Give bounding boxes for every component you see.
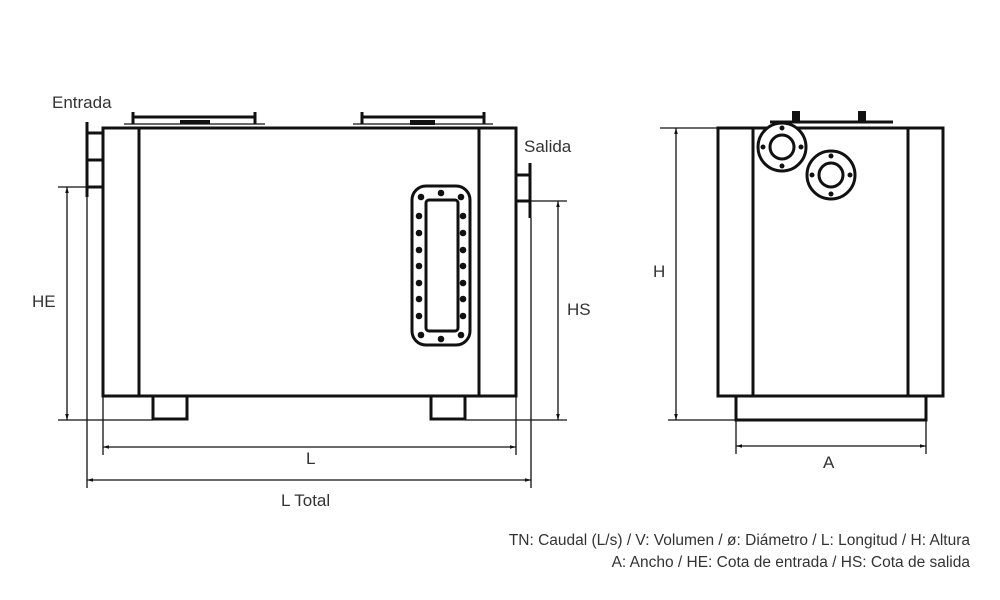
he-label: HE [32,292,56,311]
h-label: H [653,262,665,281]
foot-left [151,397,189,421]
outlet-pipe [516,163,532,218]
legend-line-1: TN: Caudal (L/s) / V: Volumen / ø: Diáme… [508,532,970,549]
outlet-flange [805,149,857,201]
inspection-window [410,184,472,347]
tank-side-body [716,126,945,398]
manhole-lid-right [353,112,493,125]
inlet-flange [756,121,808,173]
dimension-lines [58,186,567,488]
tank-base [734,396,928,422]
foot-right [429,397,467,421]
a-label: A [823,453,835,472]
l-label: L [306,449,315,468]
inlet-pipe [85,122,103,197]
outlet-label: Salida [524,137,572,156]
legend: TN: Caudal (L/s) / V: Volumen / ø: Diáme… [509,530,970,574]
hs-label: HS [567,300,591,319]
front-view: Entrada Salida HE HS L L Total [32,93,591,510]
l-total-label: L Total [281,491,330,510]
side-lid [770,111,893,124]
side-dimension-lines [660,127,927,454]
legend-line-2: A: Ancho / HE: Cota de entrada / HS: Cot… [611,554,970,571]
side-view: H A [653,111,945,472]
inlet-label: Entrada [52,93,112,112]
tank-body [101,126,518,398]
manhole-lid-left [124,112,265,125]
